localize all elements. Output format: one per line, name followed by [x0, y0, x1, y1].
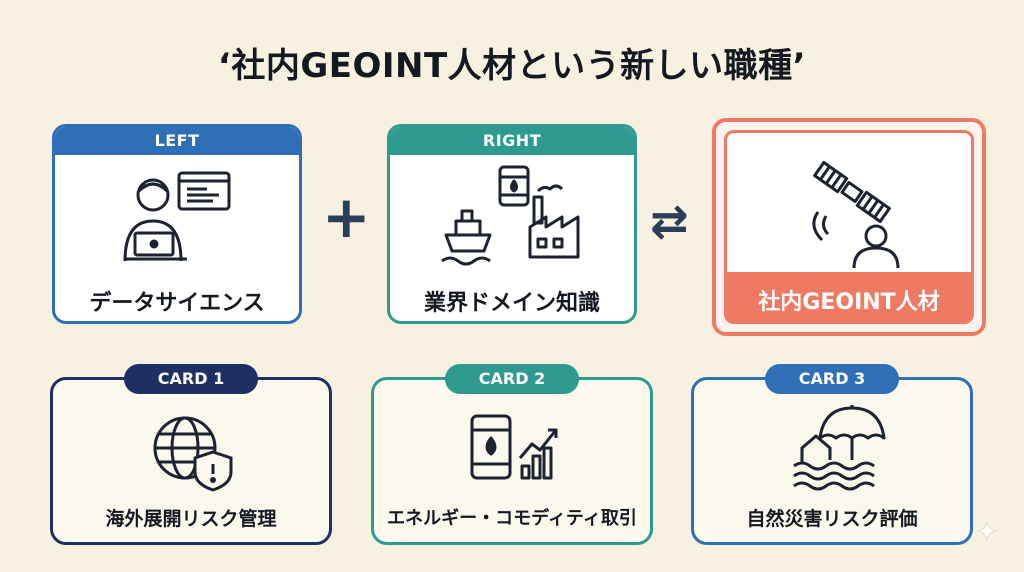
industry-ship-factory-icon	[441, 165, 580, 266]
left-card-label: データサイエンス	[89, 291, 265, 316]
satellite-person-icon	[812, 161, 900, 269]
left-card: LEFT データサイエンス	[52, 124, 302, 324]
card-3: 自然災害リスク評価	[691, 377, 973, 545]
card-1-pill: CARD 1	[124, 364, 258, 394]
right-card: RIGHT 業界ドメイン知識	[387, 124, 637, 324]
data-scientist-laptop-icon	[123, 171, 231, 262]
left-card-header: LEFT	[55, 127, 299, 155]
sparkle-icon	[976, 520, 998, 542]
result-card-label-band	[727, 272, 971, 324]
card-3-label: 自然災害リスク評価	[746, 508, 918, 530]
card-2-label: エネルギー・コモディティ取引	[387, 508, 637, 529]
umbrella-flood-icon	[793, 405, 886, 491]
globe-shield-icon	[153, 416, 233, 492]
page-title: ‘社内GEOINT人材という新しい職種’	[217, 46, 807, 86]
right-card-header: RIGHT	[390, 127, 634, 155]
card-3-pill: CARD 3	[765, 364, 899, 394]
result-card: 社内GEOINT人材	[712, 118, 986, 336]
plus-operator: +	[322, 183, 371, 251]
card-1: 海外展開リスク管理	[50, 377, 332, 545]
card-2: エネルギー・コモディティ取引	[371, 377, 653, 545]
right-card-label: 業界ドメイン知識	[423, 291, 600, 316]
card-2-pill: CARD 2	[445, 364, 579, 394]
oil-barrel-chart-icon	[470, 414, 558, 480]
card-1-label: 海外展開リスク管理	[105, 508, 277, 530]
result-card-label: 社内GEOINT人材	[758, 290, 940, 315]
equivalence-arrows: ⇄	[650, 194, 689, 248]
